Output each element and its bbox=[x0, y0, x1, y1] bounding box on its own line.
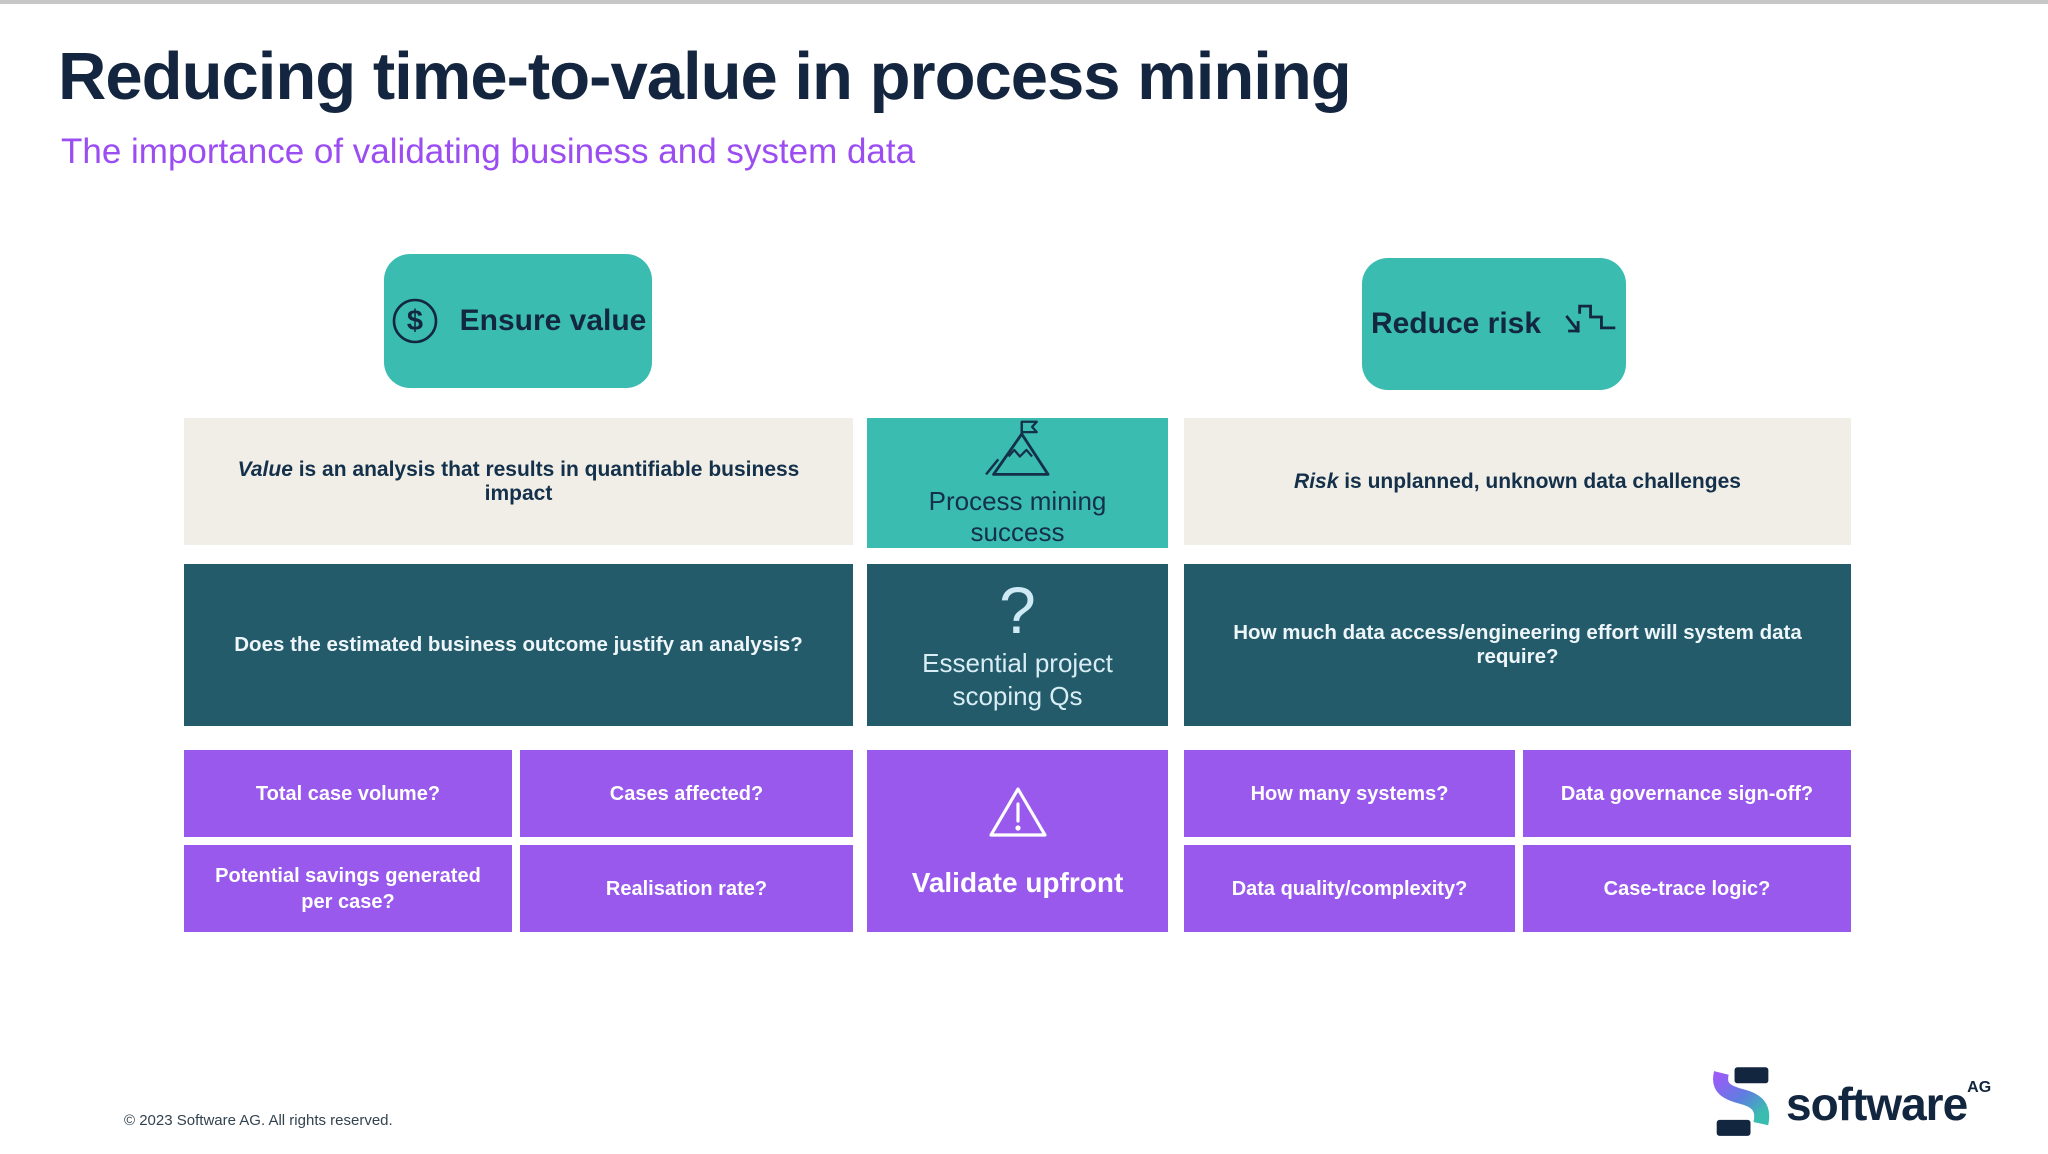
ensure-value-label: Ensure value bbox=[459, 304, 647, 337]
stairs-down-icon bbox=[1561, 301, 1617, 347]
software-ag-logo: softwareAG bbox=[1712, 1062, 2032, 1144]
business-outcome-question-box: Does the estimated business outcome just… bbox=[184, 564, 853, 726]
data-effort-question-box: How much data access/engineering effort … bbox=[1184, 564, 1851, 726]
question-mark-icon: ? bbox=[999, 572, 1036, 647]
check-label: Data governance sign-off? bbox=[1560, 782, 1814, 805]
reduce-risk-label: Reduce risk bbox=[1370, 307, 1542, 340]
check-case-trace-logic: Case-trace logic? bbox=[1523, 845, 1851, 932]
business-outcome-question: Does the estimated business outcome just… bbox=[234, 633, 803, 656]
check-total-case-volume: Total case volume? bbox=[184, 750, 512, 837]
page-subtitle: The importance of validating business an… bbox=[61, 132, 916, 171]
svg-text:$: $ bbox=[407, 305, 423, 337]
validate-upfront-box: Validate upfront bbox=[867, 750, 1168, 932]
check-label: How many systems? bbox=[1250, 782, 1449, 805]
check-label: Data quality/complexity? bbox=[1231, 877, 1468, 900]
check-label: Realisation rate? bbox=[605, 877, 768, 900]
page-title: Reducing time-to-value in process mining bbox=[58, 39, 1352, 114]
check-potential-savings: Potential savings generated per case? bbox=[184, 845, 512, 932]
copyright-text: © 2023 Software AG. All rights reserved. bbox=[124, 1112, 393, 1129]
logo-suffix: AG bbox=[1967, 1078, 1992, 1096]
check-realisation-rate: Realisation rate? bbox=[520, 845, 853, 932]
dollar-circle-icon: $ bbox=[390, 296, 440, 346]
check-data-quality: Data quality/complexity? bbox=[1184, 845, 1515, 932]
value-definition-lead: Value bbox=[237, 457, 293, 481]
check-label: Potential savings generated per case? bbox=[215, 864, 481, 913]
check-label: Cases affected? bbox=[609, 782, 764, 805]
mountain-flag-icon bbox=[981, 418, 1055, 480]
logo-brand: software bbox=[1786, 1077, 1968, 1130]
scoping-questions-label: Essential project scoping Qs bbox=[922, 647, 1113, 711]
data-effort-question: How much data access/engineering effort … bbox=[1233, 621, 1802, 668]
value-definition-box: Value is an analysis that results in qua… bbox=[184, 418, 853, 545]
ensure-value-pill: $ Ensure value bbox=[384, 254, 652, 388]
risk-definition-rest: is unplanned, unknown data challenges bbox=[1338, 469, 1741, 493]
warning-triangle-icon bbox=[986, 783, 1050, 841]
reduce-risk-pill: Reduce risk bbox=[1362, 258, 1626, 390]
window-top-strip bbox=[0, 0, 2048, 4]
check-label: Total case volume? bbox=[255, 782, 441, 805]
risk-definition-box: Risk is unplanned, unknown data challeng… bbox=[1184, 418, 1851, 545]
check-data-governance: Data governance sign-off? bbox=[1523, 750, 1851, 837]
software-ag-s-icon bbox=[1712, 1065, 1774, 1141]
process-mining-success-label: Process mining success bbox=[928, 486, 1107, 547]
validate-upfront-label: Validate upfront bbox=[911, 867, 1124, 898]
scoping-questions-box: ? Essential project scoping Qs bbox=[867, 564, 1168, 726]
check-how-many-systems: How many systems? bbox=[1184, 750, 1515, 837]
process-mining-success-box: Process mining success bbox=[867, 418, 1168, 548]
logo-wordmark: softwareAG bbox=[1786, 1077, 1992, 1130]
check-label: Case-trace logic? bbox=[1603, 877, 1771, 900]
check-cases-affected: Cases affected? bbox=[520, 750, 853, 837]
risk-definition-lead: Risk bbox=[1294, 469, 1339, 493]
value-definition-rest: is an analysis that results in quantifia… bbox=[292, 457, 800, 505]
